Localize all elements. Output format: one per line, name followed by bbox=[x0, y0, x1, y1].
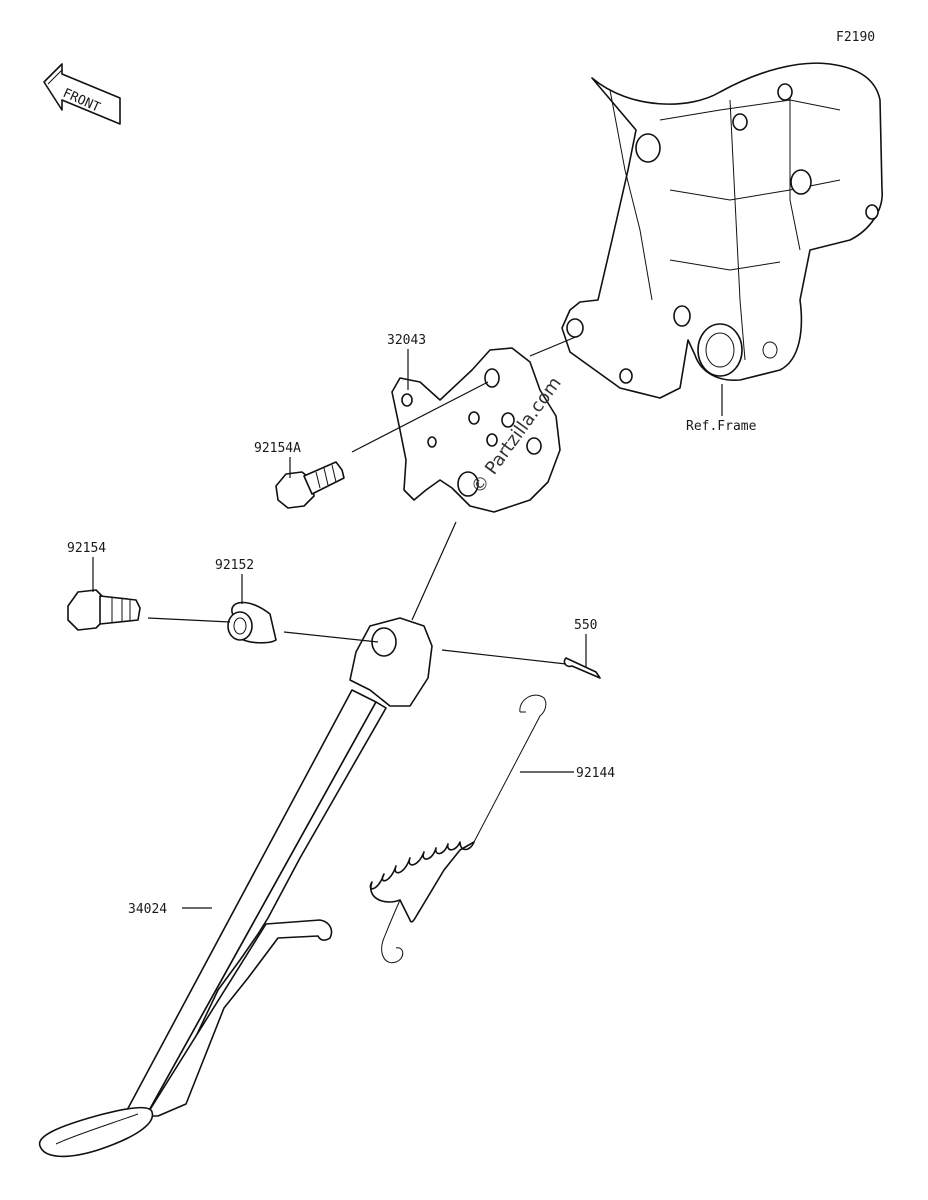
callout-34024: 34024 bbox=[128, 902, 167, 917]
cotter-pin-550 bbox=[563, 657, 601, 679]
frame-ref-drawing bbox=[561, 62, 883, 399]
side-stand-34024 bbox=[38, 617, 433, 1158]
callout-92152: 92152 bbox=[215, 558, 254, 573]
leader-lines bbox=[92, 335, 723, 909]
collar-92152 bbox=[227, 601, 277, 644]
spring-92144 bbox=[369, 694, 547, 964]
figure-code: F2190 bbox=[836, 30, 875, 45]
bracket-32043 bbox=[391, 347, 561, 513]
callout-32043: 32043 bbox=[387, 333, 426, 348]
callout-550: 550 bbox=[574, 618, 597, 633]
bolt-92154a bbox=[275, 461, 345, 509]
callout-92154a: 92154A bbox=[254, 441, 301, 456]
callout-92154: 92154 bbox=[67, 541, 106, 556]
bolt-92154 bbox=[67, 589, 141, 631]
ref-frame-label: Ref.Frame bbox=[686, 419, 757, 434]
callout-92144: 92144 bbox=[576, 766, 615, 781]
front-arrow-icon: FRONT bbox=[43, 63, 121, 125]
